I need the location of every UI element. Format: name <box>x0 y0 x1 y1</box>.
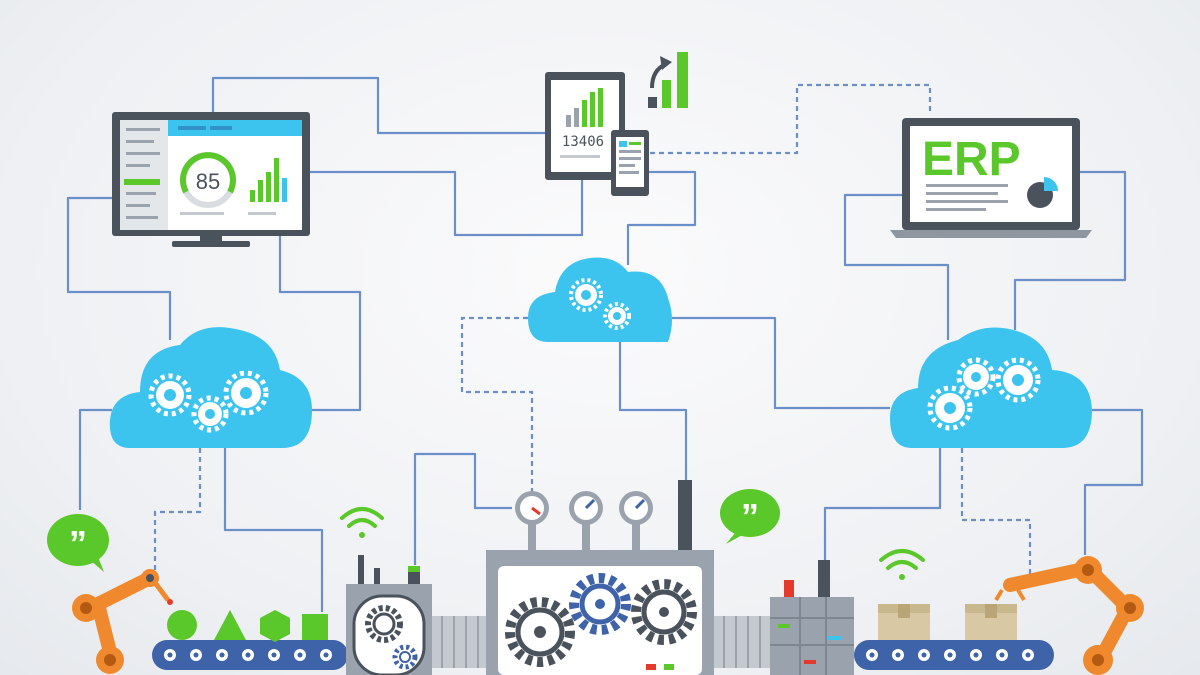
pressure-gauges <box>515 491 653 554</box>
tablet: 13406 <box>545 72 625 180</box>
left-chat-bubble-icon: ” <box>47 514 109 572</box>
left-cloud <box>109 327 312 448</box>
wifi-icon-left <box>340 507 384 538</box>
erp-laptop: ERP <box>890 118 1092 238</box>
right-cloud <box>890 327 1092 448</box>
erp-title: ERP <box>922 133 1021 186</box>
connector-lines <box>66 76 1144 612</box>
raw-shapes-on-belt <box>167 610 328 642</box>
pipe-right <box>714 616 770 668</box>
desktop-monitor: 85 <box>112 112 310 247</box>
center-cloud <box>528 257 672 342</box>
wifi-icon-right <box>879 549 925 580</box>
left-robot-arm <box>72 569 173 674</box>
svg-text:”: ” <box>741 496 759 537</box>
growth-chart-icon <box>648 52 688 108</box>
tablet-counter: 13406 <box>562 134 604 150</box>
package-boxes <box>878 604 1017 640</box>
left-conveyor-belt <box>152 640 348 670</box>
right-conveyor-belt <box>854 640 1054 670</box>
gear-icons <box>505 573 697 667</box>
right-robot-arm <box>994 556 1144 675</box>
smartphone <box>611 130 649 196</box>
gauge-value: 85 <box>196 169 220 194</box>
right-machine <box>770 560 854 675</box>
left-machine <box>346 555 432 675</box>
monitor-bar-chart <box>248 158 287 215</box>
dashed-connectors <box>153 83 1032 585</box>
right-chat-bubble-icon: ” <box>720 489 780 544</box>
svg-text:”: ” <box>69 523 87 564</box>
pipe-left <box>432 616 486 668</box>
central-machine <box>486 480 714 675</box>
